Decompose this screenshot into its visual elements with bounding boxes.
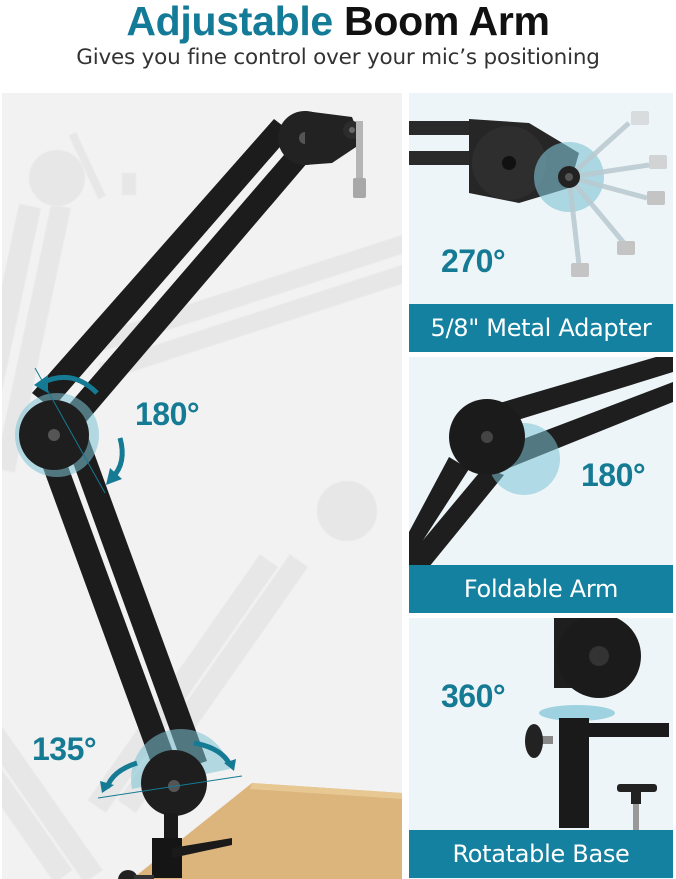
title-rest: Boom Arm [344,0,550,44]
feature-panel-metal-adapter: 270° 5/8" Metal Adapter [409,93,673,352]
base-rotation-label: 360° [441,678,506,714]
adapter-angle-label: 270° [441,243,506,279]
boom-arm-illustration [2,111,402,879]
base-caption: Rotatable Base [409,830,673,878]
rotatable-base-illustration [525,618,669,834]
header: Adjustable Boom Arm Gives you fine contr… [0,0,676,88]
elbow-angle-label: 180° [135,396,200,432]
feature-panel-rotatable-base: 360° Rotatable Base [409,618,673,879]
fold-angle-label: 180° [581,457,646,493]
page-title: Adjustable Boom Arm [0,0,676,45]
fold-caption: Foldable Arm [409,565,673,613]
title-accent: Adjustable [126,0,333,44]
feature-panel-foldable-arm: 180° Foldable Arm [409,357,673,613]
boom-arm-main-image: 180° 135° [2,93,402,879]
foldable-arm-illustration [409,357,673,567]
subtitle: Gives you fine control over your mic’s p… [76,45,600,70]
adapter-illustration [409,111,667,277]
adapter-caption: 5/8" Metal Adapter [409,304,673,352]
base-angle-label: 135° [32,731,97,767]
